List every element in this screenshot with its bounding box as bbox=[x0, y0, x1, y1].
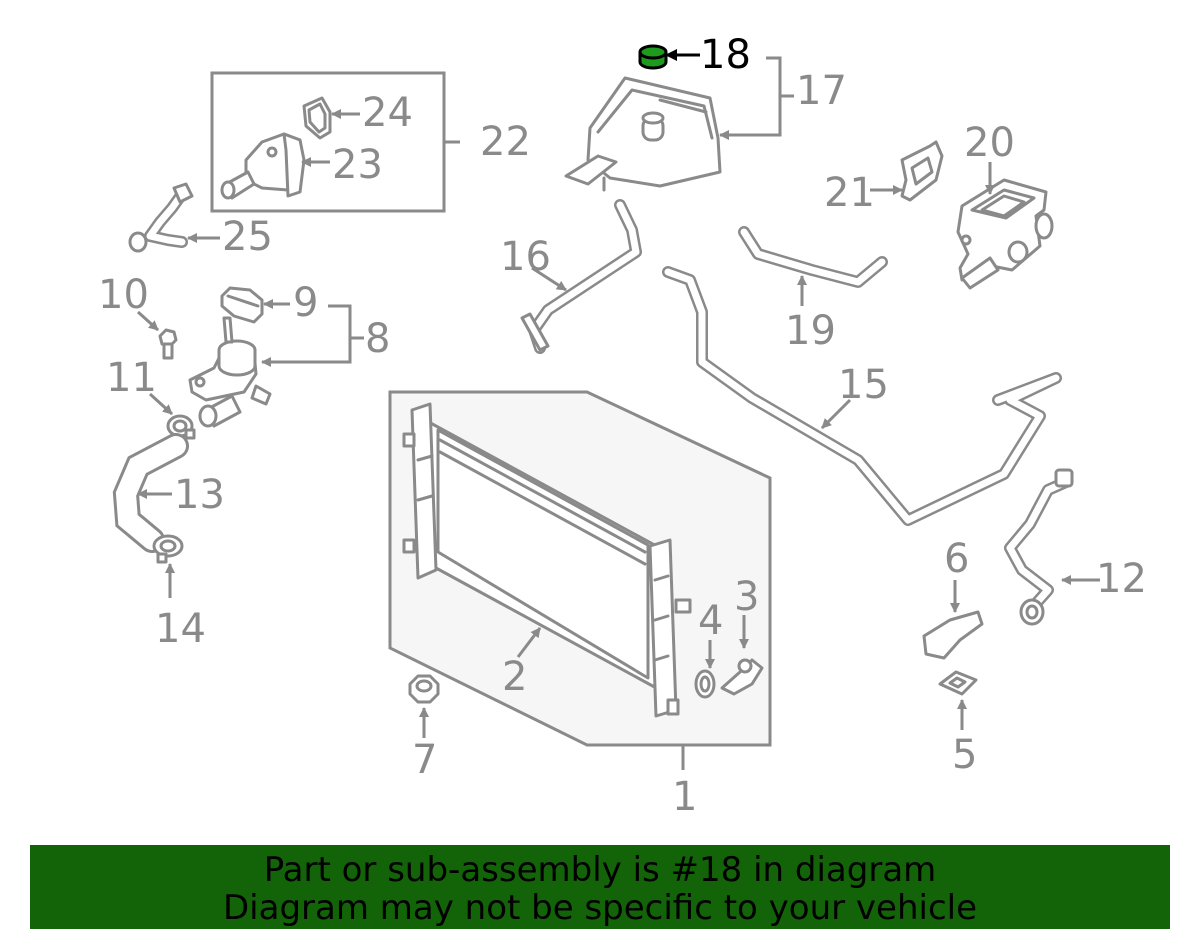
callout-2: 2 bbox=[502, 654, 527, 700]
callout-17: 17 bbox=[796, 68, 847, 114]
hose-19 bbox=[738, 226, 888, 288]
nut bbox=[408, 674, 440, 704]
callout-18: 18 bbox=[700, 32, 751, 78]
callout-1: 1 bbox=[672, 774, 697, 820]
hose-12 bbox=[1004, 468, 1074, 626]
filler-cap bbox=[220, 286, 264, 324]
banner-line-1: Part or sub-assembly is #18 in diagram bbox=[263, 850, 937, 890]
clamp-11 bbox=[166, 414, 196, 440]
callout-15: 15 bbox=[838, 362, 889, 408]
callout-22: 22 bbox=[480, 119, 531, 165]
water-outlet bbox=[220, 132, 306, 200]
banner-line-2: Diagram may not be specific to your vehi… bbox=[222, 888, 978, 928]
o-ring bbox=[694, 669, 716, 699]
filler-neck bbox=[188, 316, 272, 428]
callout-11: 11 bbox=[106, 355, 157, 401]
bracket-6 bbox=[922, 610, 984, 660]
parts-diagram: 1 2 3 4 5 6 7 8 9 10 11 12 13 14 15 16 1… bbox=[98, 32, 1147, 820]
callout-6: 6 bbox=[944, 536, 969, 582]
clamp-14 bbox=[152, 534, 184, 564]
callout-25: 25 bbox=[222, 214, 273, 260]
callout-5: 5 bbox=[952, 732, 977, 778]
gasket-21 bbox=[900, 140, 944, 202]
callout-8: 8 bbox=[365, 316, 390, 362]
callout-23: 23 bbox=[332, 142, 383, 188]
callout-7: 7 bbox=[412, 737, 437, 783]
hose-13 bbox=[112, 433, 189, 553]
water-outlet-box bbox=[210, 71, 460, 213]
reservoir-cap bbox=[638, 44, 668, 70]
callout-24: 24 bbox=[362, 90, 413, 136]
hose-25 bbox=[128, 182, 194, 253]
hose-15 bbox=[662, 266, 1062, 526]
o-ring-24 bbox=[302, 96, 332, 140]
callout-9: 9 bbox=[293, 280, 318, 326]
hose-16 bbox=[520, 199, 642, 354]
callout-12: 12 bbox=[1096, 556, 1147, 602]
bolt bbox=[158, 328, 178, 360]
callout-13: 13 bbox=[174, 472, 225, 518]
callout-4: 4 bbox=[698, 598, 723, 644]
callout-19: 19 bbox=[785, 308, 836, 354]
callout-3: 3 bbox=[734, 574, 759, 620]
info-banner: Part or sub-assembly is #18 in diagram D… bbox=[30, 845, 1170, 929]
radiator-core bbox=[402, 402, 692, 718]
callout-16: 16 bbox=[500, 234, 551, 280]
callout-10: 10 bbox=[98, 272, 149, 318]
drain-plug bbox=[720, 658, 764, 696]
callout-14: 14 bbox=[155, 606, 206, 652]
coolant-reservoir bbox=[564, 76, 722, 192]
insulator-5 bbox=[938, 670, 978, 696]
callout-21: 21 bbox=[824, 170, 875, 216]
callout-20: 20 bbox=[964, 120, 1015, 166]
thermostat-housing bbox=[956, 178, 1054, 290]
